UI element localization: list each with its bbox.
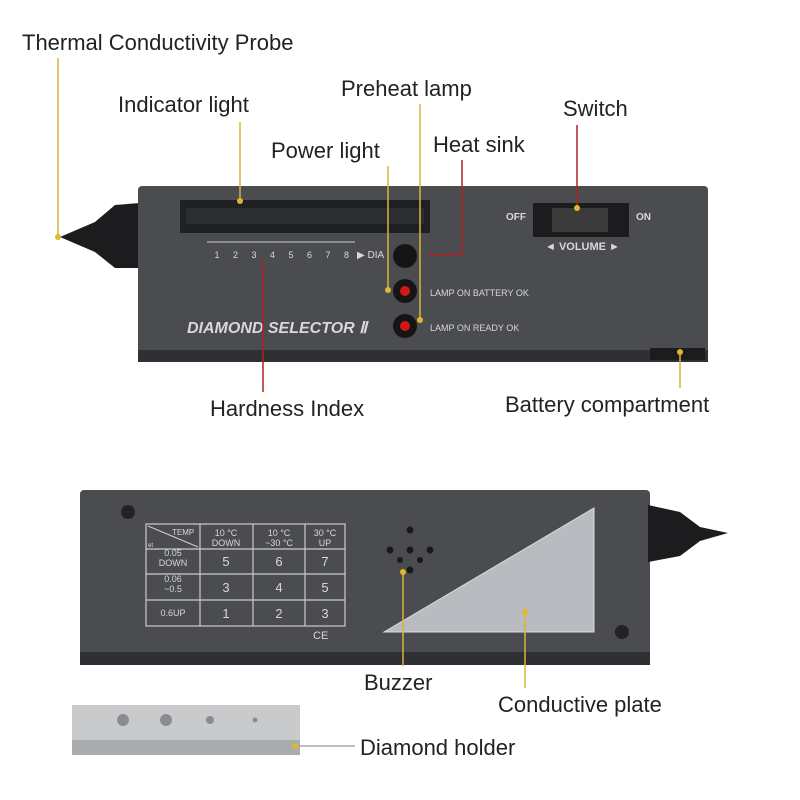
- table-header: DOWN: [212, 538, 241, 548]
- scale-end: ▶ DIA: [357, 250, 384, 261]
- leader-lines: [57, 58, 681, 747]
- table-corner-temp: TEMP: [172, 528, 194, 537]
- table-cell: 1: [222, 606, 229, 621]
- label-hardness: Hardness Index: [210, 396, 364, 421]
- table-header: ~30 °C: [265, 538, 293, 548]
- hardness-table: [145, 523, 346, 627]
- heat-sink: [393, 244, 417, 268]
- table-header: 10 °C: [268, 528, 291, 538]
- hardness-scale: 1 2 3 4 5 6 7 8: [214, 250, 349, 260]
- scale-tick-2: 2: [233, 250, 238, 260]
- table-cell: 3: [321, 606, 328, 621]
- table-header: UP: [319, 538, 332, 548]
- device-front: 1 2 3 4 5 6 7 8 ▶ DIA LAMP ON BATTERY OK LAMP O…: [60, 186, 708, 362]
- scale-tick-1: 1: [214, 250, 219, 260]
- table-corner-et: et: [148, 543, 153, 549]
- label-indicator: Indicator light: [118, 92, 249, 117]
- label-plate: Conductive plate: [498, 692, 662, 717]
- table-cell: 5: [321, 580, 328, 595]
- table-row-label: 0.05: [164, 548, 182, 558]
- label-heatsink: Heat sink: [433, 132, 526, 157]
- probe-tip: [60, 203, 140, 268]
- conductive-plate: [382, 507, 595, 633]
- table-cell: 5: [222, 554, 229, 569]
- brand-text: DIAMOND SELECTOR Ⅱ: [187, 320, 369, 337]
- label-power: Power light: [271, 138, 380, 163]
- table-row-label: 0.06: [164, 574, 182, 584]
- label-preheat: Preheat lamp: [341, 76, 472, 101]
- table-header: 10 °C: [215, 528, 238, 538]
- label-holder: Diamond holder: [360, 735, 515, 760]
- on-text: ON: [636, 212, 651, 223]
- label-probe: Thermal Conductivity Probe: [22, 30, 293, 55]
- scale-tick-4: 4: [270, 250, 275, 260]
- off-text: OFF: [506, 212, 526, 223]
- scale-tick-8: 8: [344, 250, 349, 260]
- table-row-label: 0.6UP: [160, 608, 185, 618]
- scale-tick-5: 5: [288, 250, 293, 260]
- lamp-ready-text: LAMP ON READY OK: [430, 323, 519, 333]
- table-cell: 6: [275, 554, 282, 569]
- table-row-label: DOWN: [159, 558, 188, 568]
- table-row-label: ~0.5: [164, 584, 182, 594]
- scale-tick-7: 7: [325, 250, 330, 260]
- table-cell: 4: [275, 580, 282, 595]
- diamond-holder: [72, 705, 300, 755]
- label-buzzer: Buzzer: [364, 670, 432, 695]
- ce-mark: CE: [313, 630, 328, 642]
- label-battery: Battery compartment: [505, 392, 709, 417]
- lamp-battery-text: LAMP ON BATTERY OK: [430, 288, 529, 298]
- buzzer-holes: [386, 526, 434, 574]
- scale-tick-3: 3: [251, 250, 256, 260]
- battery-cover[interactable]: [650, 348, 705, 360]
- probe-tip-back: [648, 505, 728, 562]
- table-cell: 7: [321, 554, 328, 569]
- label-switch: Switch: [563, 96, 628, 121]
- table-cell: 2: [275, 606, 282, 621]
- table-cell: 3: [222, 580, 229, 595]
- scale-tick-6: 6: [307, 250, 312, 260]
- table-header: 30 °C: [314, 528, 337, 538]
- volume-text: ◄ VOLUME ►: [545, 241, 620, 253]
